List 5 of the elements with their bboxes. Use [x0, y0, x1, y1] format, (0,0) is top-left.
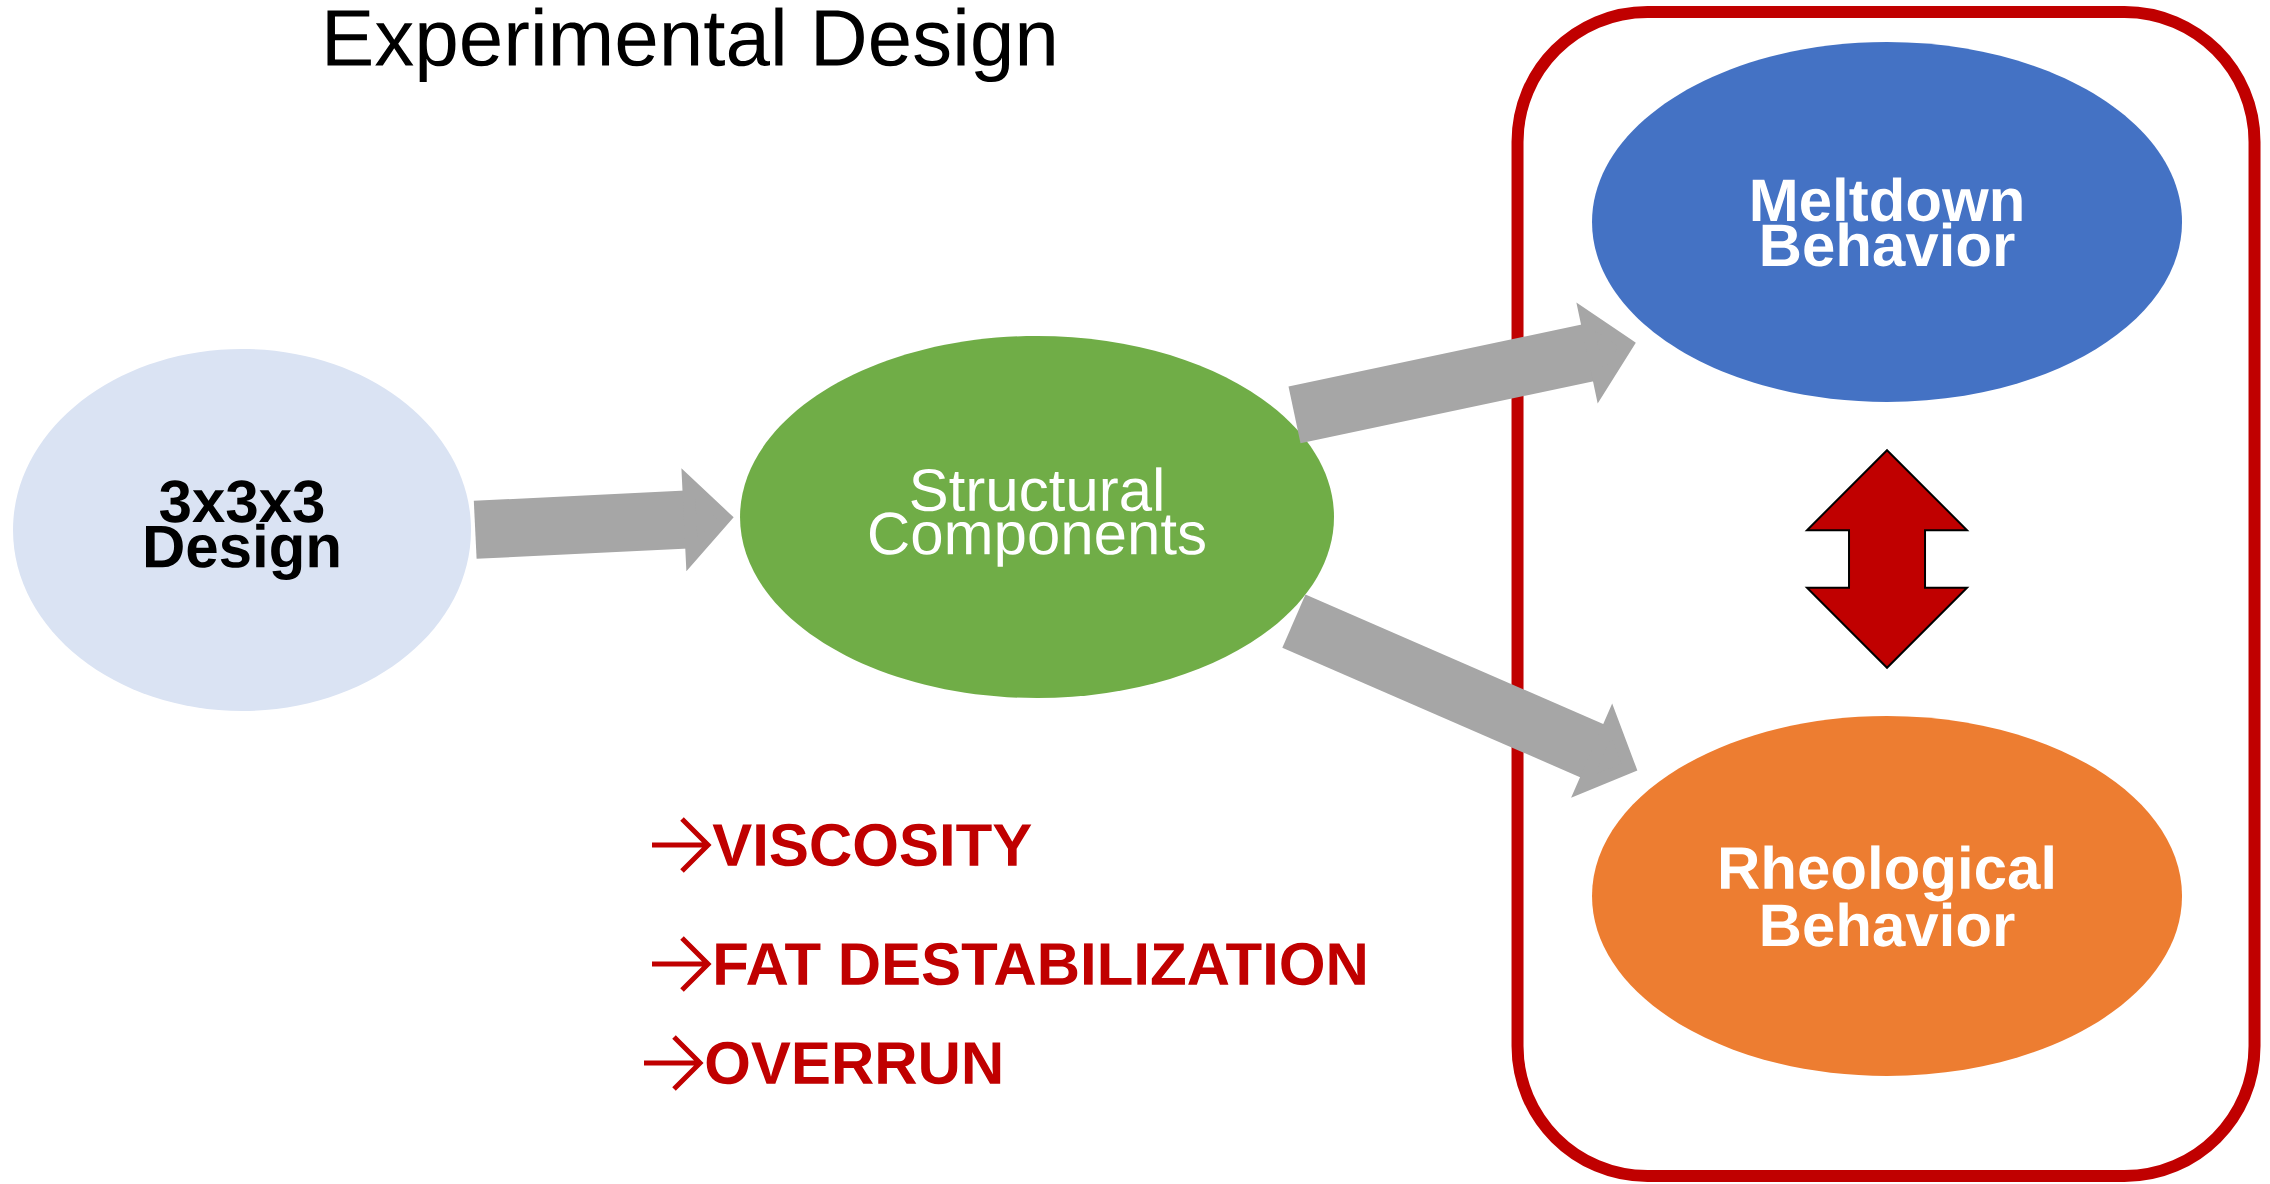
list-item: FAT DESTABILIZATION — [716, 942, 1365, 986]
rounded-frame — [1511, 6, 2261, 1182]
list-item: VISCOSITY — [712, 823, 1032, 867]
list-item: OVERRUN — [706, 1041, 1001, 1085]
title: Experimental Design — [327, 7, 1054, 83]
